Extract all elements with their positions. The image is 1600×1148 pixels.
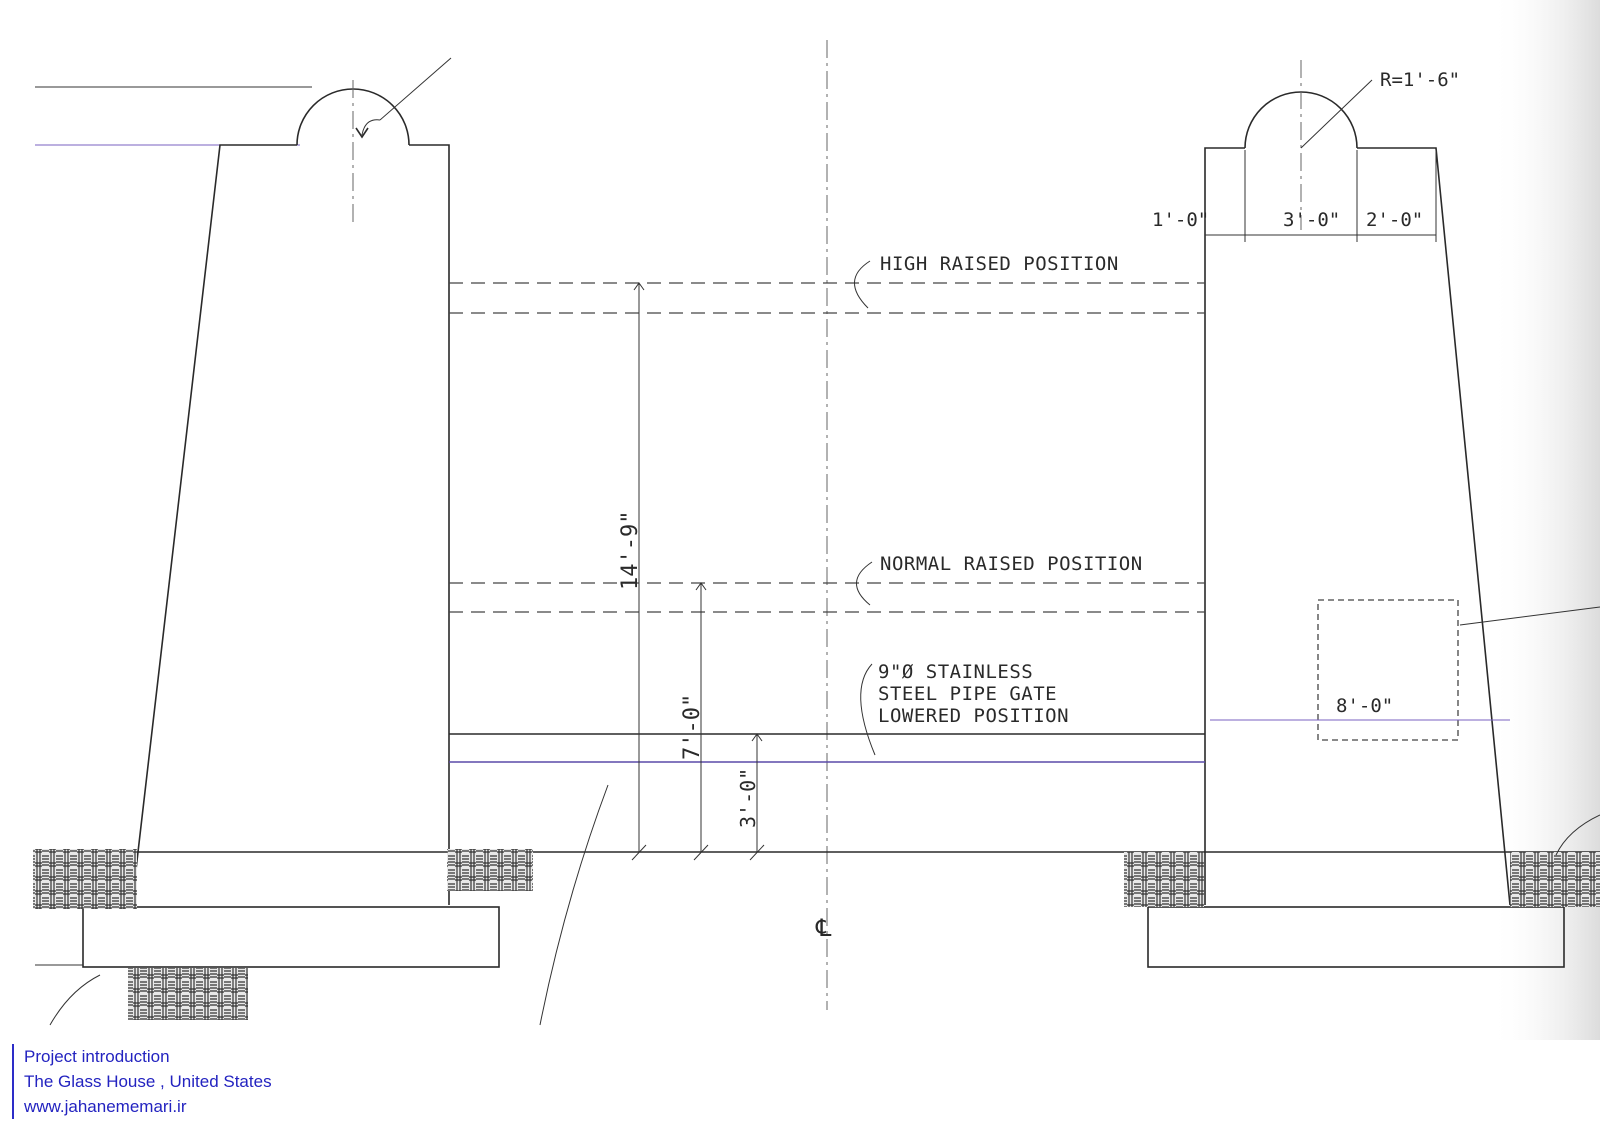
earth-hatch — [128, 968, 248, 1020]
dim-8-0: 8'-0" — [1336, 695, 1393, 717]
normal-raised-label: NORMAL RAISED POSITION — [880, 553, 1143, 575]
ground-line — [35, 851, 1600, 966]
earth-hatch — [1124, 852, 1204, 907]
leader-lines — [49, 260, 1600, 1026]
gate-label-line3: LOWERED POSITION — [878, 705, 1069, 727]
dim-radius: R=1'-6" — [1380, 69, 1460, 91]
dim-1-0: 1'-0" — [1152, 209, 1209, 231]
gate-label-line1: 9"Ø STAINLESS — [878, 661, 1033, 683]
dim-3-0: 3'-0" — [1283, 209, 1340, 231]
left-pier — [82, 57, 500, 968]
earth-hatch — [33, 849, 137, 909]
caption-line-title: The Glass House , United States — [24, 1072, 272, 1091]
caption-block: Project introduction The Glass House , U… — [12, 1044, 272, 1119]
earth-hatch — [447, 849, 533, 891]
caption-line-project: Project introduction — [24, 1047, 170, 1066]
gate-normal-raised — [449, 582, 1205, 613]
earth-hatch — [1510, 852, 1600, 907]
elevation-drawing: HIGH RAISED POSITION NORMAL RAISED POSIT… — [33, 0, 1600, 1040]
gate-lowered — [449, 733, 1205, 763]
dim-2-0: 2'-0" — [1366, 209, 1423, 231]
gate-high-raised — [449, 282, 1205, 314]
centerline-symbol: ℄ — [815, 914, 832, 942]
caption-line-website: www.jahanememari.ir — [24, 1097, 187, 1116]
high-raised-label: HIGH RAISED POSITION — [880, 253, 1119, 275]
right-pier — [1147, 60, 1600, 968]
dim-14-9: 14'-9" — [618, 511, 643, 590]
vertical-dimensions — [631, 282, 765, 861]
gate-label-line2: STEEL PIPE GATE — [878, 683, 1057, 705]
dim-7-0: 7'-0" — [680, 694, 705, 760]
dim-3-0-low: 3'-0" — [736, 768, 760, 828]
